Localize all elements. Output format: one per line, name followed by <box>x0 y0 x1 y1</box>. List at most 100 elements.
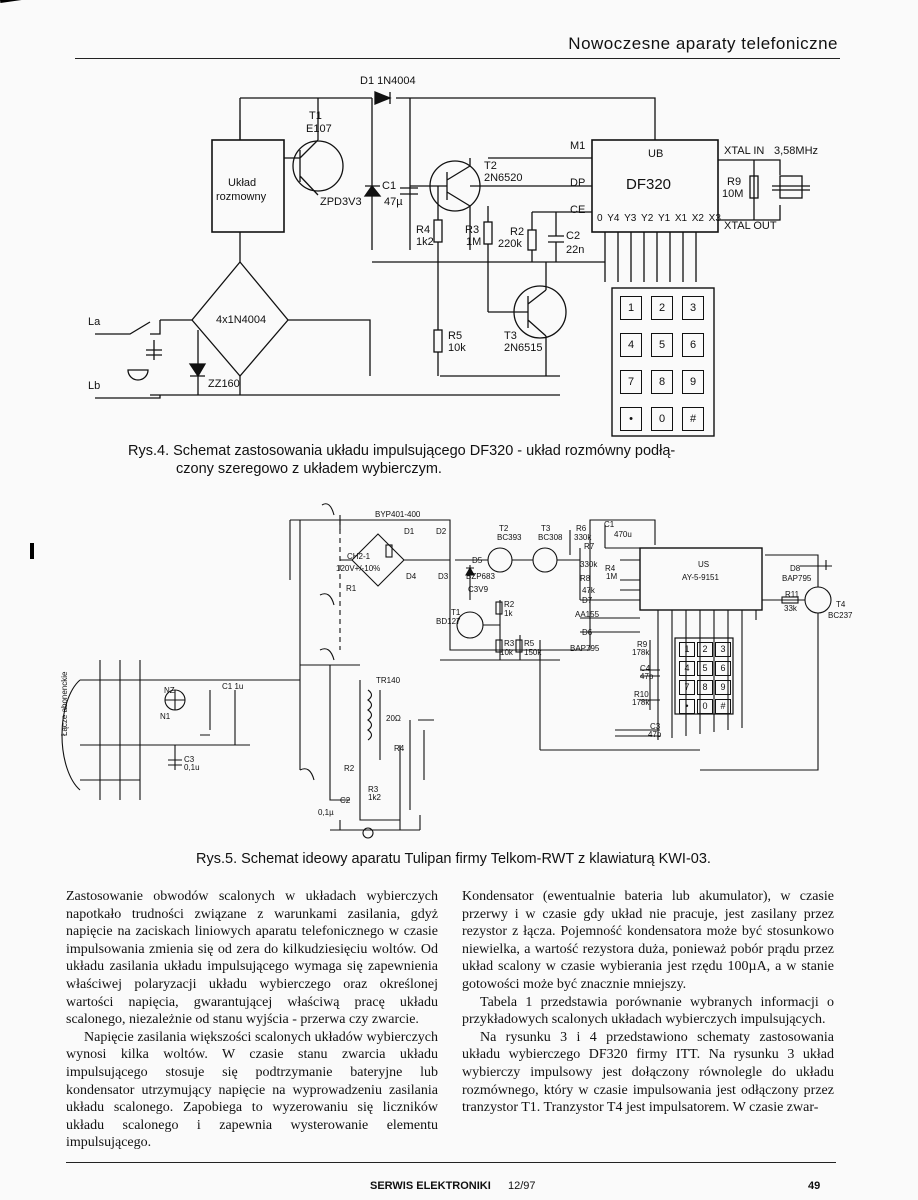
label-zz160: ZZ160 <box>208 378 240 390</box>
label-d1: D1 1N4004 <box>360 75 416 87</box>
footer-magazine: SERWIS ELEKTRONIKI <box>370 1180 491 1192</box>
label-d1: D1 <box>404 527 415 536</box>
label-c3u: C3 0,1u <box>184 755 200 772</box>
keypad-key: 4 <box>679 661 695 676</box>
keypad-key: 6 <box>715 661 731 676</box>
keypad-key: 8 <box>651 370 673 394</box>
label-r9: R9 <box>637 640 648 649</box>
label-r3b: R3 1k2 <box>368 785 381 802</box>
label-us: US <box>698 560 710 569</box>
label-nz: NZ <box>164 686 175 695</box>
label-c1-value: 470u <box>614 530 632 539</box>
figure1-caption-line2: czony szeregowo z układem wybierczym. <box>176 461 442 477</box>
pin-label: Y2 <box>641 213 654 224</box>
label-c1: C1 <box>604 520 615 529</box>
label-d2: D2 <box>436 527 447 536</box>
label-r2: R2 <box>510 226 525 238</box>
label-ub: UB <box>648 148 664 160</box>
label-d5: D5 <box>472 556 483 565</box>
label-lb: Lb <box>88 380 101 392</box>
label-d8: D8 <box>790 564 801 573</box>
label-byp: BYP401-400 <box>375 510 421 519</box>
label-r2-value: 220k <box>498 238 522 250</box>
paragraph: Napięcie zasilania większości scalonych … <box>66 1029 438 1151</box>
figure2-labels: BYP401-400 D1 D2 D4 D3 CH2-1 120V+/-10% … <box>60 510 852 817</box>
keypad-key: 5 <box>651 333 673 357</box>
label-r5-value: 150k <box>524 648 542 657</box>
label-t2: T2 <box>499 524 509 533</box>
label-c2-value: 22n <box>566 244 585 256</box>
pin-label: 0 <box>597 213 603 224</box>
label-t1: T1 <box>451 608 461 617</box>
label-xtal-out: XTAL OUT <box>724 220 777 232</box>
label-t3-value: 2N6515 <box>504 342 543 354</box>
keypad-key: 3 <box>682 296 704 320</box>
label-c1u: C1 1u <box>222 682 244 691</box>
label-r8-value: 47k <box>582 586 595 595</box>
keypad-key: 2 <box>651 296 673 320</box>
label-r5: R5 <box>448 330 463 342</box>
label-r11: R11 <box>785 590 800 599</box>
label-t3: T3 <box>504 330 517 342</box>
margin-mark <box>30 543 34 559</box>
label-n1: N1 <box>160 712 171 721</box>
label-r1: R1 <box>346 584 357 593</box>
label-m1: M1 <box>570 140 586 152</box>
label-r3: R3 <box>504 639 515 648</box>
keypad-key: 6 <box>682 333 704 357</box>
page-header-title: Nowoczesne aparaty telefoniczne <box>568 34 838 53</box>
footer-rule <box>66 1162 836 1163</box>
label-c3v9: C3V9 <box>468 585 489 594</box>
keypad-key: # <box>682 407 704 431</box>
label-line-side: Łącze abonenckie <box>60 671 69 737</box>
label-rozmowny: rozmowny <box>216 191 267 203</box>
pin-label: Y1 <box>657 213 671 224</box>
keypad-key: 2 <box>697 642 713 657</box>
label-r3-value: 10k <box>500 648 513 657</box>
figure1-caption-line1: Rys.4. Schemat zastosowania układu impul… <box>128 443 676 459</box>
keypad-key: 3 <box>715 642 731 657</box>
label-t1-value: E107 <box>306 123 332 135</box>
label-ch: CH2-1 <box>347 552 371 561</box>
label-xtal-in: XTAL IN <box>724 145 765 157</box>
keypad-key: 0 <box>651 407 673 431</box>
keypad-key: 5 <box>697 661 713 676</box>
keypad-key: 4 <box>620 333 642 357</box>
header-rule <box>75 58 840 59</box>
keypad-key: 1 <box>620 296 642 320</box>
footer-issue: 12/97 <box>508 1180 536 1192</box>
label-t3: T3 <box>541 524 551 533</box>
label-bzp: BZP683 <box>466 572 495 581</box>
text-column-left: Zastosowanie obwodów scalonych w układac… <box>66 888 438 1152</box>
label-r4-value: 1M <box>606 572 618 581</box>
label-t3-value: BC308 <box>538 533 563 542</box>
label-c1-value: 47µ <box>384 196 403 208</box>
label-r6: R6 <box>576 524 587 533</box>
label-t1: T1 <box>309 110 322 122</box>
keypad-1: 1 2 3 4 5 6 7 8 9 • 0 # <box>620 296 708 431</box>
keypad-key: • <box>679 699 695 714</box>
keypad-key: 8 <box>697 680 713 695</box>
label-la: La <box>88 316 101 328</box>
paragraph: Tabela 1 przedstawia porównanie wybranyc… <box>462 994 834 1028</box>
label-aa155: AA155 <box>575 610 600 619</box>
footer-page-number: 49 <box>808 1180 821 1192</box>
label-t1-value: BD127 <box>436 617 461 626</box>
label-r5-value: 10k <box>448 342 466 354</box>
label-t2: T2 <box>484 160 497 172</box>
paragraph: Kondensator (ewentualnie bateria lub aku… <box>462 889 834 992</box>
label-r2: R2 <box>504 600 515 609</box>
label-r4: R4 <box>605 564 616 573</box>
label-r9: R9 <box>727 176 742 188</box>
keypad-key: 9 <box>715 680 731 695</box>
label-r8: R8 <box>580 574 591 583</box>
label-r2-value: 1k <box>504 609 513 618</box>
label-t2-value: BC393 <box>497 533 522 542</box>
keypad-key: 7 <box>620 370 642 394</box>
label-t4: T4 <box>836 600 846 609</box>
label-zpd: ZPD3V3 <box>320 196 362 208</box>
label-c3: C3 <box>650 722 661 731</box>
label-d3: D3 <box>438 572 449 581</box>
figure1-labels: D1 1N4004 T1 E107 Układ rozmowny ZPD3V3 … <box>0 0 918 480</box>
